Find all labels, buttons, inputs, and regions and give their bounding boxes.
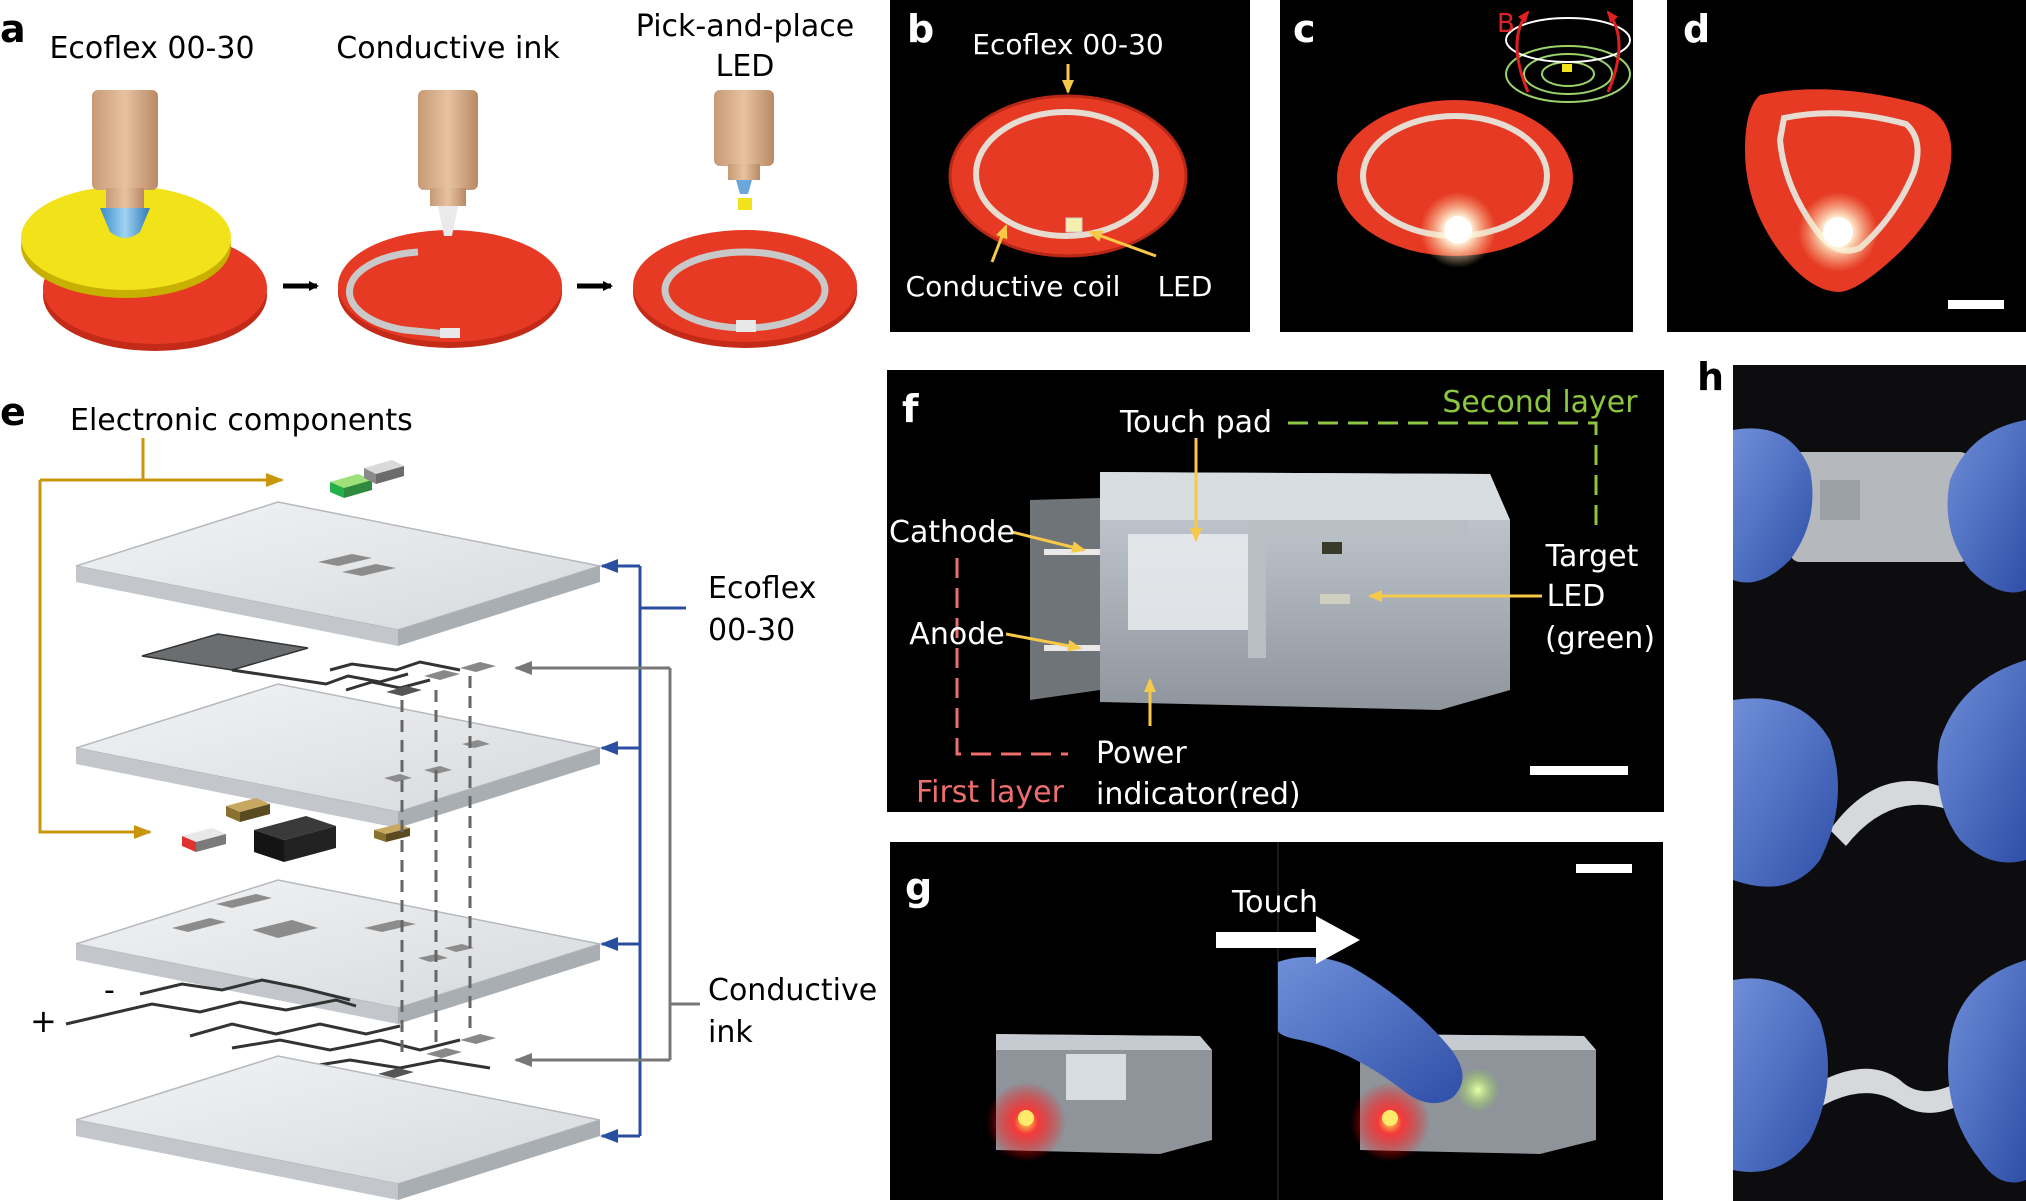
step3-illustration	[633, 90, 857, 348]
panel-b-led-label: LED	[1158, 270, 1213, 303]
ecoflex-arrows	[600, 559, 686, 1143]
scale-bar-d	[1948, 300, 2004, 309]
panel-a-step1-label: Ecoflex 00-30	[49, 31, 254, 66]
panel-a: a Ecoflex 00-30 Conductive ink Pick-and-…	[0, 7, 857, 351]
field-inset-diagram: B	[1497, 9, 1631, 103]
cathode-label: Cathode	[889, 515, 1015, 550]
panel-g: g Touch	[890, 842, 1663, 1200]
field-b-label: B	[1497, 9, 1515, 39]
top-components	[330, 460, 404, 498]
panel-f: f Touch pad Second layer Cathode Anode T…	[887, 370, 1664, 812]
scale-bar-g	[1576, 864, 1632, 873]
alignment-dashes	[400, 676, 472, 1060]
panel-letter-c: c	[1293, 7, 1316, 51]
panel-d: d	[1667, 0, 2026, 332]
panel-e: e Electronic components	[0, 390, 877, 1200]
panel-c: c B	[1280, 0, 1633, 332]
conductive-ink-label-line2: ink	[708, 1015, 753, 1050]
target-led-label-line3: (green)	[1545, 621, 1655, 656]
touch-label: Touch	[1231, 885, 1318, 920]
panel-b: b Ecoflex 00-30 Conductive coil LED	[890, 0, 1250, 332]
ecoflex-layer-1	[75, 501, 601, 646]
power-indicator-label-line1: Power	[1096, 736, 1187, 771]
second-layer-traces	[141, 633, 496, 696]
second-layer-label: Second layer	[1442, 385, 1638, 420]
conductive-ink-label-line1: Conductive	[708, 973, 877, 1008]
first-layer-traces: - +	[30, 973, 496, 1078]
touch-pad-label: Touch pad	[1119, 405, 1272, 440]
step2-illustration	[338, 90, 562, 348]
target-led-label-line2: LED	[1547, 579, 1606, 614]
anode-label: Anode	[909, 617, 1004, 652]
panel-letter-h: h	[1697, 355, 1724, 399]
step1-illustration	[21, 90, 267, 351]
panel-letter-e: e	[0, 390, 26, 434]
panel-letter-b: b	[907, 7, 934, 51]
panel-letter-d: d	[1683, 7, 1710, 51]
panel-h: h	[1697, 355, 2026, 1201]
plus-terminal-label: +	[30, 1002, 57, 1040]
panel-letter-g: g	[905, 865, 932, 909]
ecoflex-layer-3	[75, 879, 601, 1024]
ecoflex-label-line1: Ecoflex	[708, 571, 816, 606]
photo-twist	[1733, 923, 2026, 1201]
panel-a-step3-label-line2: LED	[716, 49, 775, 84]
ecoflex-layer-4	[75, 1055, 601, 1200]
panel-b-ecoflex-label: Ecoflex 00-30	[972, 28, 1163, 61]
panel-b-coil-label: Conductive coil	[906, 270, 1121, 303]
first-layer-label: First layer	[916, 775, 1065, 810]
ecoflex-label-line2: 00-30	[708, 613, 795, 648]
panel-letter-f: f	[902, 387, 919, 431]
conductive-ink-arrows	[514, 661, 700, 1067]
power-indicator-label-line2: indicator(red)	[1096, 777, 1301, 812]
panel-letter-a: a	[0, 7, 26, 51]
ecoflex-layer-2	[75, 683, 601, 828]
minus-terminal-label: -	[104, 973, 115, 1008]
scale-bar-f	[1530, 766, 1628, 775]
target-led-label-line1: Target	[1545, 539, 1639, 574]
panel-a-step2-label: Conductive ink	[336, 31, 560, 66]
electronic-components-label: Electronic components	[70, 403, 413, 438]
panel-a-step3-label-line1: Pick-and-place	[636, 9, 854, 44]
photo-stretch	[1733, 365, 2026, 645]
photo-bend	[1733, 645, 2026, 923]
